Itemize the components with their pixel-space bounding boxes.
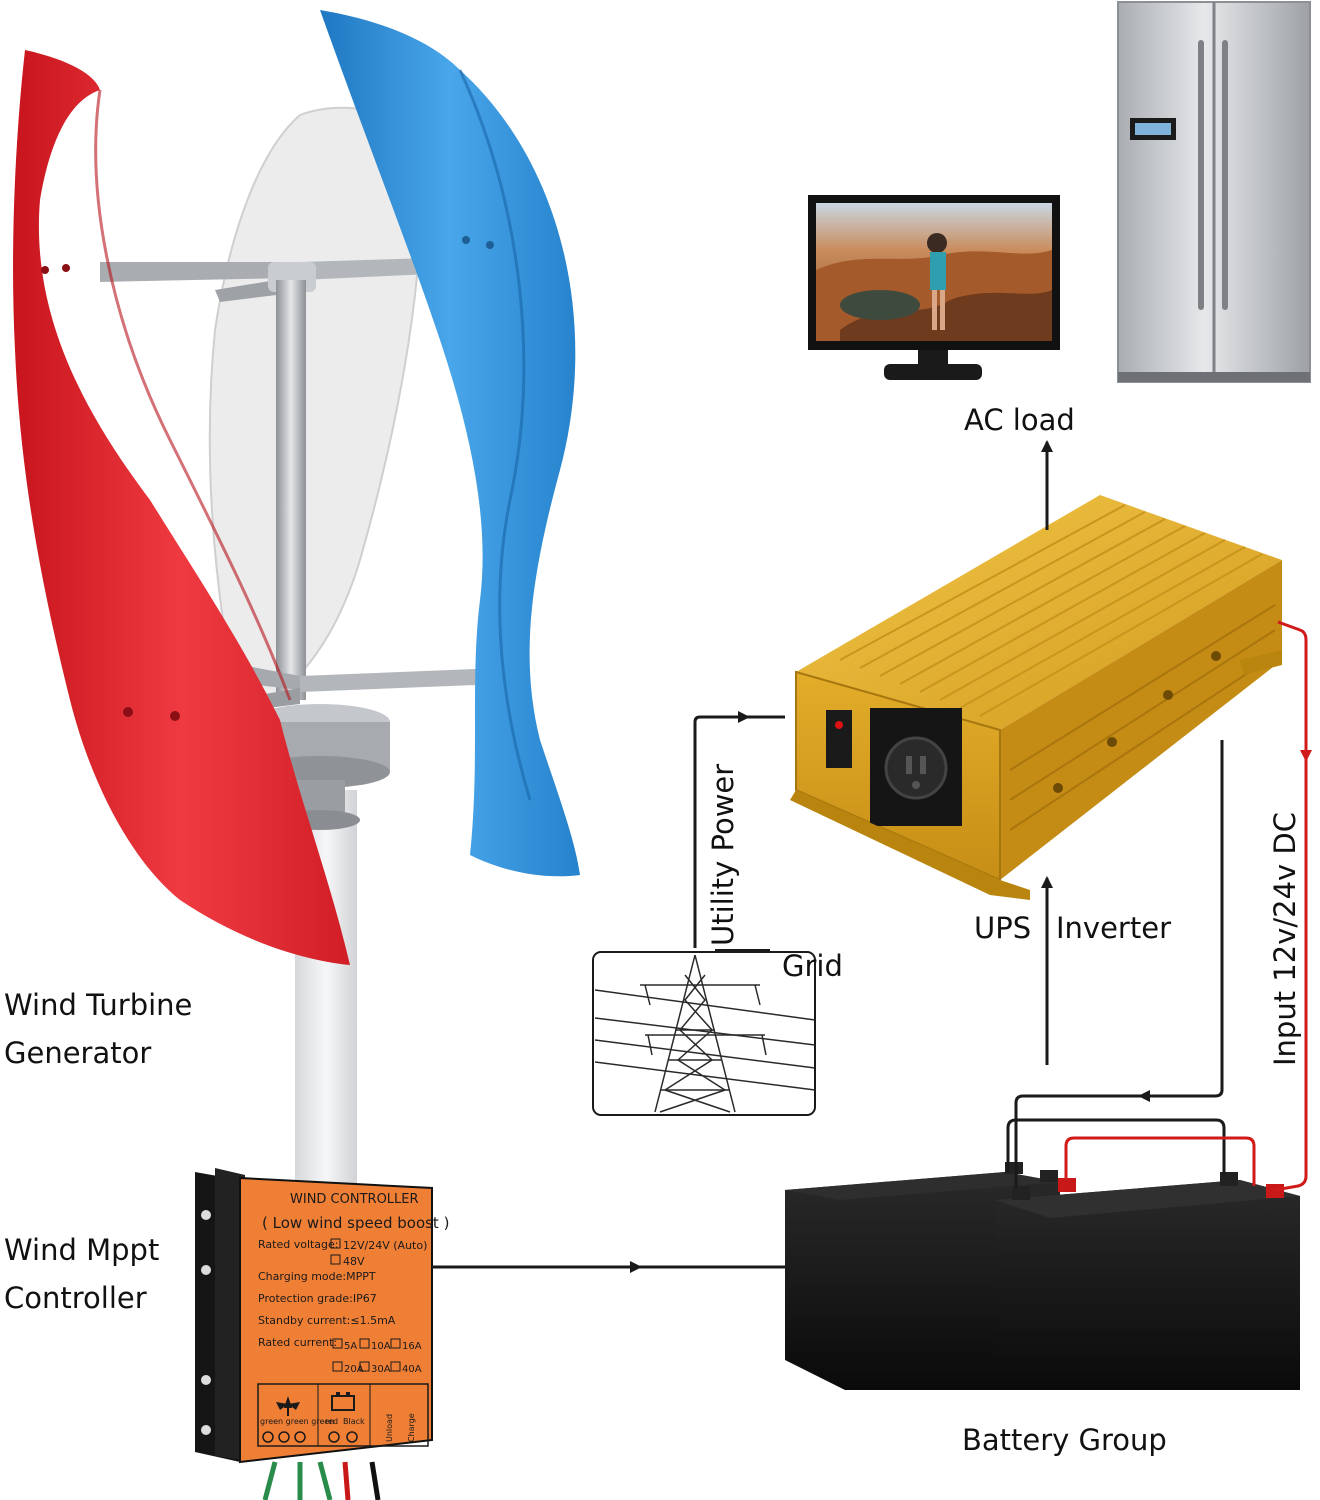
current-5a: 5A xyxy=(344,1341,357,1352)
current-20a: 20A xyxy=(344,1364,364,1375)
battery-wire-black-inner xyxy=(1006,1118,1226,1174)
wind-turbine-label-line1: Wind Turbine xyxy=(4,988,193,1022)
utility-power-label: Utility Power xyxy=(706,763,740,946)
battery-back xyxy=(785,1162,1060,1390)
input-dc-label: Input 12v/24v DC xyxy=(1268,811,1302,1066)
wind-mppt-controller: WIND CONTROLLER ( Low wind speed boost )… xyxy=(195,1168,449,1500)
tv-monitor xyxy=(808,195,1060,380)
battery-group xyxy=(785,1162,1300,1390)
current-30a: 30A xyxy=(371,1364,391,1375)
controller-terminal-black: Black xyxy=(343,1417,365,1426)
arrow-inverter-to-battery xyxy=(1138,740,1224,1102)
grid-label: Grid xyxy=(782,949,843,983)
inverter-top xyxy=(796,495,1282,730)
arrow-inverter-dc-input xyxy=(1277,620,1312,762)
turbine-bolts xyxy=(41,264,180,721)
inverter-side xyxy=(1000,560,1282,880)
battery-wire-black-outer xyxy=(1014,1094,1140,1188)
turbine-shaft xyxy=(276,280,306,700)
battery-front xyxy=(995,1172,1300,1390)
controller-protection: Protection grade:IP67 xyxy=(258,1292,377,1305)
wind-symbol-icon xyxy=(276,1396,300,1416)
ac-load-label: AC load xyxy=(964,403,1075,437)
controller-voltage-auto: 12V/24V (Auto) xyxy=(343,1239,427,1252)
connection-lines xyxy=(432,440,1226,1273)
battery-group-label: Battery Group xyxy=(962,1423,1167,1457)
controller-standby: Standby current:≤1.5mA xyxy=(258,1314,396,1327)
controller-output-wires xyxy=(262,1461,381,1500)
current-16a: 16A xyxy=(402,1341,422,1352)
controller-unload: Unload xyxy=(385,1414,394,1442)
inverter-label: Inverter xyxy=(1056,911,1171,945)
controller-rated-voltage: Rated voltage: xyxy=(258,1238,339,1251)
controller-terminal-colors: green green green xyxy=(260,1417,334,1426)
tv-screen-figure xyxy=(927,233,947,330)
wind-turbine-label-line2: Generator xyxy=(4,1036,152,1070)
turbine-blade-red xyxy=(13,50,350,965)
wind-mppt-label-line2: Controller xyxy=(4,1281,147,1315)
battery-symbol-icon xyxy=(331,1392,355,1411)
controller-charge: Charge xyxy=(407,1413,416,1442)
dc-input-wires xyxy=(1064,620,1312,1192)
battery-wire-red xyxy=(1064,1136,1256,1186)
controller-charging-mode: Charging mode:MPPT xyxy=(258,1270,376,1283)
current-10a: 10A xyxy=(371,1341,391,1352)
turbine-blade-blue xyxy=(320,10,580,877)
arrow-utility-to-inverter xyxy=(693,711,750,948)
current-40a: 40A xyxy=(402,1364,422,1375)
wind-turbine xyxy=(13,10,580,1190)
controller-current-options: 5A 10A 16A 20A 30A 40A xyxy=(332,1338,422,1375)
controller-terminal-screws xyxy=(262,1431,358,1443)
ups-inverter xyxy=(790,495,1282,900)
ups-label: UPS xyxy=(974,911,1032,945)
controller-terminal-red: red xyxy=(325,1417,338,1426)
controller-title: WIND CONTROLLER xyxy=(290,1192,419,1207)
controller-voltage-48: 48V xyxy=(343,1255,365,1268)
controller-rated-current: Rated current: xyxy=(258,1336,337,1349)
controller-terminal-panel xyxy=(257,1383,429,1447)
refrigerator xyxy=(1117,1,1311,383)
wind-mppt-label-line1: Wind Mppt xyxy=(4,1233,160,1267)
grid-power-tower xyxy=(592,951,816,1116)
inverter-switch xyxy=(826,710,852,768)
controller-subtitle: ( Low wind speed boost ) xyxy=(262,1214,449,1232)
